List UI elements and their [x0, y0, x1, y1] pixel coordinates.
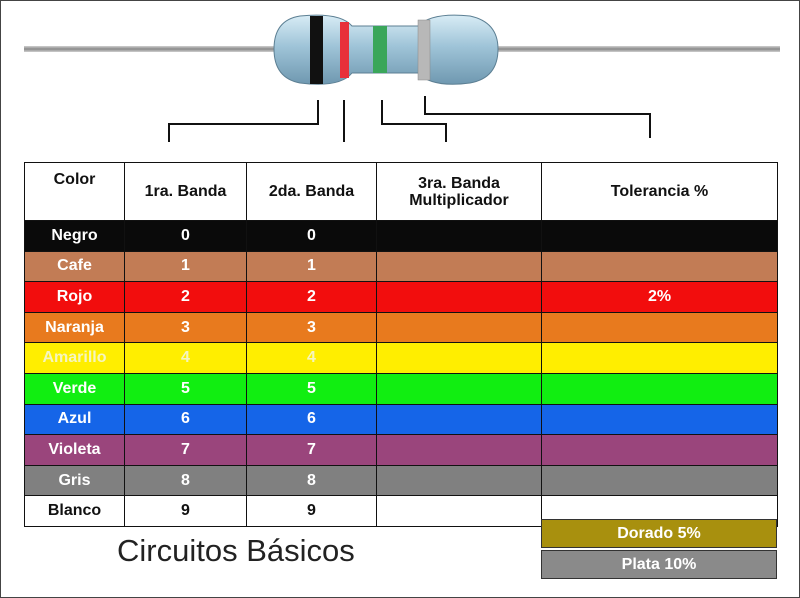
resistor-band-1: [310, 16, 323, 84]
resistor-lead-left: [24, 46, 294, 52]
multiplier-cell: [376, 464, 542, 497]
band-1-cell: 4: [124, 342, 247, 374]
tolerance-cell: [541, 464, 778, 497]
resistor-band-2: [340, 22, 349, 78]
band-1-cell: 3: [124, 311, 247, 344]
multiplier-cell: [376, 403, 542, 436]
tolerance-cell: [541, 434, 778, 466]
band-1-cell: 2: [124, 281, 247, 313]
tolerance-cell: [541, 403, 778, 436]
page-title: Circuitos Básicos: [117, 533, 355, 568]
color-name-cell: Rojo: [24, 281, 125, 313]
tolerance-cell: [541, 250, 778, 283]
color-name-cell: Blanco: [24, 495, 125, 527]
band-1-cell: 8: [124, 464, 247, 497]
tolerance-cell: [541, 220, 778, 252]
header-band-2: 2da. Banda: [246, 162, 377, 221]
multiplier-cell: [376, 311, 542, 344]
tolerance-cell: [541, 311, 778, 344]
band-2-cell: 8: [246, 464, 377, 497]
band-2-cell: 4: [246, 342, 377, 374]
band-1-cell: 6: [124, 403, 247, 436]
band-2-cell: 3: [246, 311, 377, 344]
multiplier-cell: [376, 220, 542, 252]
band-2-cell: 9: [246, 495, 377, 527]
multiplier-cell: [376, 342, 542, 374]
color-name-cell: Violeta: [24, 434, 125, 466]
multiplier-cell: [376, 372, 542, 405]
color-name-cell: Amarillo: [24, 342, 125, 374]
header-band-1: 1ra. Banda: [124, 162, 247, 221]
resistor-lead-right: [480, 46, 780, 52]
band-2-cell: 6: [246, 403, 377, 436]
band-2-cell: 5: [246, 372, 377, 405]
tolerance-cell: [541, 372, 778, 405]
tolerance-silver-box: Plata 10%: [541, 550, 777, 579]
color-name-cell: Negro: [24, 220, 125, 252]
color-name-cell: Naranja: [24, 311, 125, 344]
resistor-band-3: [373, 26, 387, 73]
band-2-cell: 0: [246, 220, 377, 252]
tolerance-cell: 2%: [541, 281, 778, 313]
header-band-3: 3ra. Banda Multiplicador: [376, 162, 542, 221]
multiplier-cell: [376, 434, 542, 466]
tolerance-cell: [541, 342, 778, 374]
color-name-cell: Gris: [24, 464, 125, 497]
pointer-band-1: [168, 100, 319, 142]
header-band-3-line-1: 3ra. Banda: [418, 174, 500, 192]
pointer-band-4: [424, 96, 651, 138]
color-name-cell: Cafe: [24, 250, 125, 283]
band-1-cell: 1: [124, 250, 247, 283]
resistor-illustration: [24, 14, 780, 142]
band-1-cell: 9: [124, 495, 247, 527]
resistor-band-4: [417, 19, 431, 81]
multiplier-cell: [376, 495, 542, 527]
table-header-row: Color 1ra. Banda 2da. Banda 3ra. Banda M…: [24, 162, 778, 221]
band-2-cell: 7: [246, 434, 377, 466]
band-1-cell: 0: [124, 220, 247, 252]
color-name-cell: Verde: [24, 372, 125, 405]
header-tolerance: Tolerancia %: [541, 162, 778, 221]
pointer-band-3: [381, 100, 447, 142]
resistor-color-code-table: Color 1ra. Banda 2da. Banda 3ra. Banda M…: [24, 162, 778, 527]
band-pointer-lines: [168, 96, 651, 142]
band-2-cell: 2: [246, 281, 377, 313]
band-1-cell: 5: [124, 372, 247, 405]
color-name-cell: Azul: [24, 403, 125, 436]
band-2-cell: 1: [246, 250, 377, 283]
header-color: Color: [24, 162, 125, 221]
band-1-cell: 7: [124, 434, 247, 466]
header-band-3-line-2: Multiplicador: [409, 191, 509, 209]
multiplier-cell: [376, 250, 542, 283]
multiplier-cell: [376, 281, 542, 313]
tolerance-gold-box: Dorado 5%: [541, 519, 777, 548]
